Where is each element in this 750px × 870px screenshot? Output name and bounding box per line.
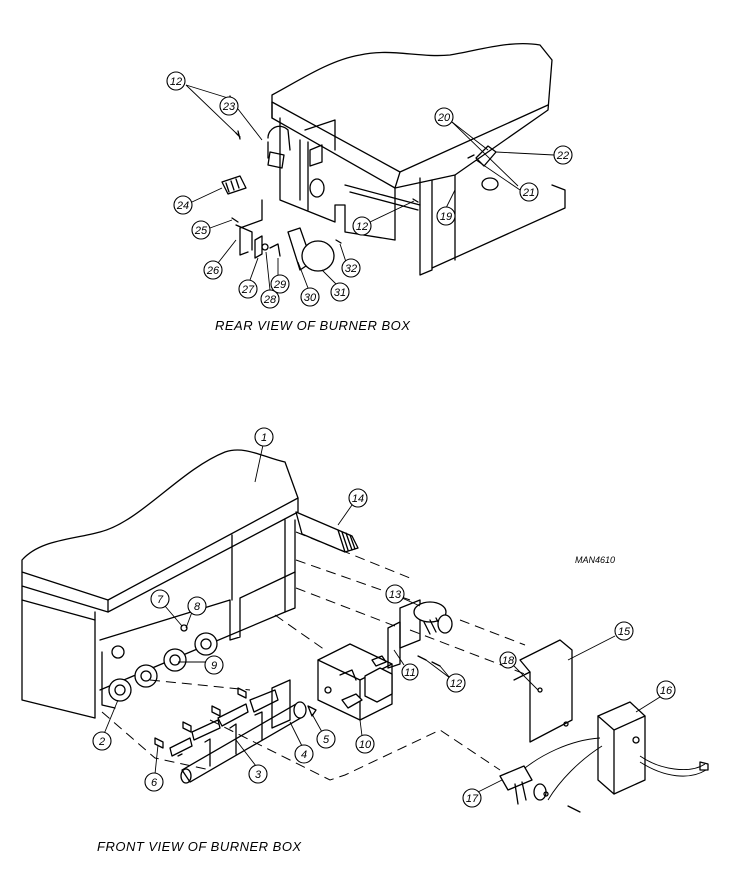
- callout-32: 32: [345, 263, 357, 275]
- callout-30: 30: [304, 292, 317, 304]
- callout-11: 11: [404, 667, 415, 679]
- callout-1: 1: [261, 432, 267, 444]
- callout-13: 13: [389, 589, 402, 601]
- callout-22: 22: [556, 150, 569, 162]
- callout-29: 29: [273, 279, 286, 291]
- rear-view-caption: REAR VIEW OF BURNER BOX: [215, 318, 411, 333]
- callout-2: 2: [98, 736, 105, 748]
- callout-9: 9: [211, 660, 217, 672]
- callout-12c: 12: [450, 678, 462, 690]
- callout-3: 3: [255, 769, 262, 781]
- callout-12b: 12: [356, 221, 368, 233]
- callout-24: 24: [176, 200, 189, 212]
- callout-12a: 12: [170, 76, 182, 88]
- callout-16: 16: [660, 685, 673, 697]
- callout-20: 20: [437, 112, 451, 124]
- callout-31: 31: [334, 287, 346, 299]
- exploded-view-guide-lines: [101, 531, 531, 781]
- callout-26: 26: [206, 265, 220, 277]
- front-view-caption: FRONT VIEW OF BURNER BOX: [97, 839, 302, 854]
- callout-19: 19: [440, 211, 452, 223]
- callout-5: 5: [323, 734, 330, 746]
- rear-view-assembly: [221, 42, 566, 276]
- callout-23: 23: [222, 101, 236, 113]
- rear-callouts: 12 23 24 25 26 27 28 29 30 31 32 20 22 2…: [166, 71, 573, 309]
- callout-17: 17: [466, 793, 479, 805]
- callout-21: 21: [522, 187, 535, 199]
- drawing-code: MAN4610: [575, 555, 615, 565]
- callout-8: 8: [194, 601, 201, 613]
- callout-14: 14: [352, 493, 364, 505]
- callout-6: 6: [151, 777, 158, 789]
- callout-27: 27: [241, 284, 255, 296]
- callout-15: 15: [618, 626, 631, 638]
- front-callouts: 1 14 7 8 9 2 6 3 4 5 10 11 12 13 15 18: [92, 427, 676, 808]
- front-view-assembly: [21, 449, 709, 813]
- callout-25: 25: [194, 225, 208, 237]
- callout-18: 18: [502, 655, 515, 667]
- callout-10: 10: [359, 739, 372, 751]
- callout-7: 7: [157, 594, 164, 606]
- callout-4: 4: [301, 749, 307, 761]
- callout-28: 28: [263, 294, 277, 306]
